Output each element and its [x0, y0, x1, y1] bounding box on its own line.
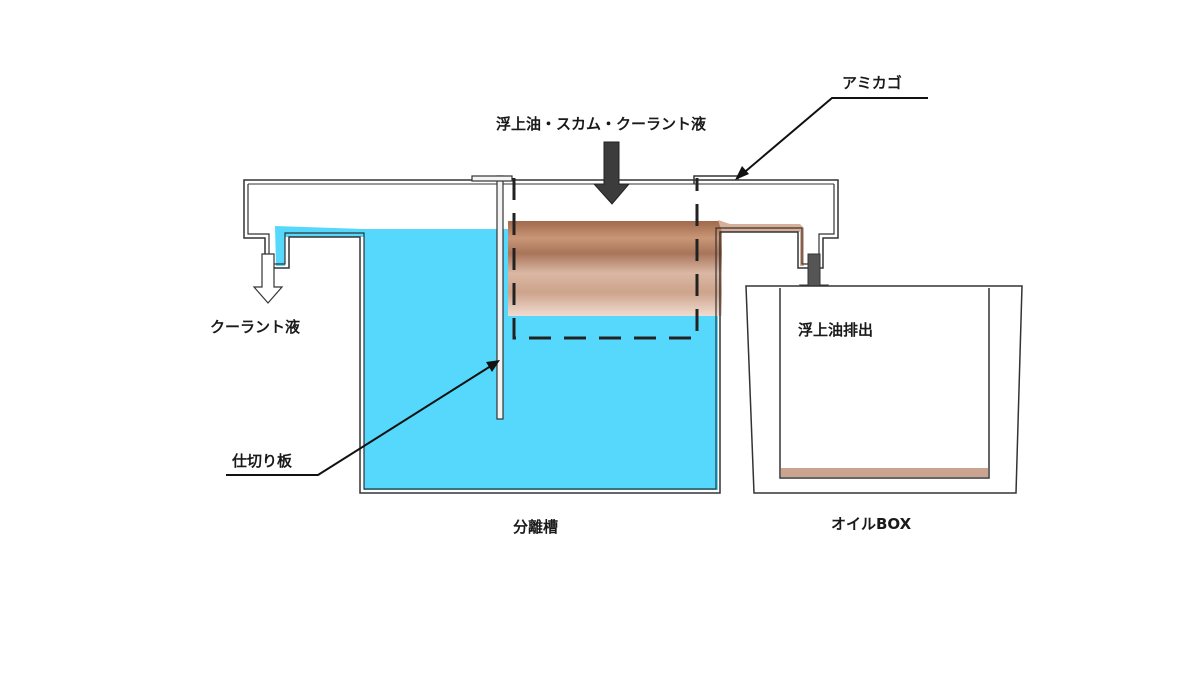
partition-plate: [496, 175, 504, 420]
mesh-basket-leader: [739, 97, 928, 177]
mesh-basket-dashed-outline: [512, 178, 699, 340]
label-oil-box: オイルBOX: [831, 515, 912, 533]
coolant-overflow-left: [275, 226, 364, 266]
oil-box-inner: [779, 288, 990, 479]
tray-inner-wall: [247, 184, 835, 490]
mesh-basket-leader-head: [735, 166, 749, 180]
label-floating-oil-discharge: 浮上油排出: [798, 321, 874, 339]
partition-plate-cap: [471, 175, 513, 182]
oil-box-sediment: [781, 468, 988, 477]
coolant-outflow-arrow: [252, 253, 284, 304]
label-mesh-basket: アミカゴ: [842, 74, 902, 92]
label-partition-plate: 仕切り板: [232, 452, 293, 470]
label-separation-tank: 分離槽: [513, 518, 559, 536]
oil-box-outer: [745, 285, 1023, 494]
label-coolant-liquid: クーラント液: [210, 318, 301, 336]
oil-film-right: [718, 220, 804, 266]
floating-oil-layer: [508, 221, 722, 316]
inflow-arrow: [592, 141, 631, 205]
partition-leader-head: [486, 360, 500, 372]
partition-leader: [226, 363, 495, 476]
label-floating-oil-scum-coolant: 浮上油・スカム・クーラント液: [496, 115, 707, 133]
